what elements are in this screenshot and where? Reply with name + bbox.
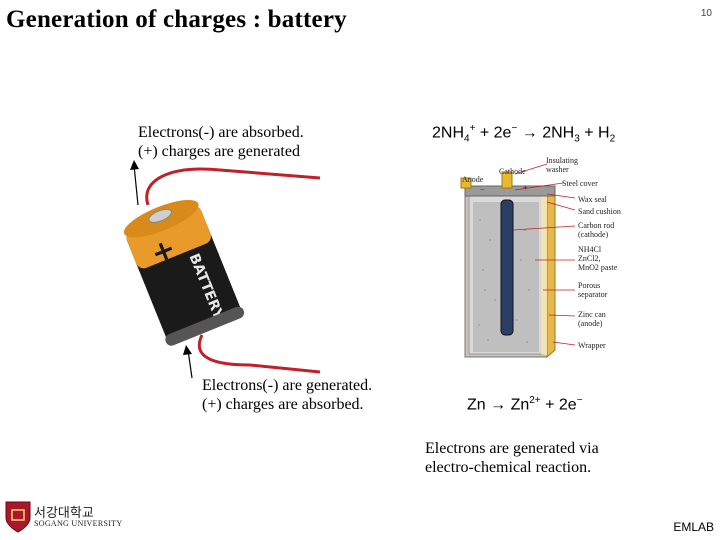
eq-anode-e-sup: − bbox=[576, 395, 583, 406]
note-caption: Electrons are generated via electro-chem… bbox=[425, 439, 599, 477]
dry-cell-diagram bbox=[460, 163, 576, 359]
bottom-caption-line2: (+) charges are absorbed. bbox=[202, 396, 364, 413]
eq-anode-rhs: Zn bbox=[506, 396, 530, 414]
carbon-rod bbox=[500, 199, 514, 336]
label-insulating-washer-1: Insulating bbox=[546, 156, 578, 165]
bottom-caption-line1: Electrons(-) are generated. bbox=[202, 377, 373, 394]
eq-anode-rhs-sup: 2+ bbox=[529, 395, 541, 406]
label-zinc-can-1: Zinc can bbox=[578, 310, 606, 319]
eq-cathode-lhs-sub: 4 bbox=[464, 133, 470, 145]
label-carbon-rod-1: Carbon rod bbox=[578, 221, 615, 230]
battery-top-band bbox=[126, 206, 211, 269]
slide-title: Generation of charges : battery bbox=[6, 6, 347, 33]
university-logo: 서강대학교 SOGANG UNIVERSITY bbox=[4, 500, 122, 536]
eq-anode-arrow: → bbox=[490, 396, 507, 414]
bottom-arrow bbox=[187, 349, 193, 379]
label-zinc-can-2: (anode) bbox=[578, 319, 603, 328]
top-wire bbox=[145, 167, 321, 206]
university-name-english: SOGANG UNIVERSITY bbox=[34, 519, 123, 528]
label-anode-sign: − bbox=[480, 185, 485, 194]
label-porous-1: Porous bbox=[578, 281, 601, 290]
label-paste-1: NH4Cl bbox=[578, 245, 602, 254]
eq-cathode-arrow: → bbox=[521, 124, 538, 142]
label-sand-cushion: Sand cushion bbox=[578, 207, 621, 216]
top-arrow bbox=[133, 164, 139, 206]
label-anode: Anode bbox=[462, 175, 484, 184]
top-caption-line2: (+) charges are generated bbox=[138, 143, 300, 160]
label-wrapper: Wrapper bbox=[578, 341, 606, 350]
eq-cathode-lhs-sup: + bbox=[469, 123, 476, 134]
bottom-wire bbox=[198, 334, 321, 374]
eq-cathode-rhs-sub: 3 bbox=[574, 133, 580, 145]
page-number: 10 bbox=[700, 8, 712, 19]
label-cathode-sign: + bbox=[523, 183, 528, 192]
bottom-caption: Electrons(-) are generated. (+) charges … bbox=[202, 376, 372, 414]
top-caption-line1: Electrons(-) are absorbed. bbox=[138, 124, 304, 141]
eq-cathode-plus: + 2e bbox=[475, 124, 512, 142]
label-porous-2: separator bbox=[578, 290, 608, 299]
top-caption: Electrons(-) are absorbed. (+) charges a… bbox=[138, 123, 304, 161]
label-paste-3: MnO2 paste bbox=[578, 263, 618, 272]
cathode-equation: 2NH4+ + 2e− → 2NH3 + H2 bbox=[432, 123, 615, 145]
label-paste-2: ZnCl2, bbox=[578, 254, 601, 263]
eq-anode-plus: + 2e bbox=[540, 396, 577, 414]
eq-cathode-e-sup: − bbox=[511, 123, 518, 134]
note-caption-line2: electro-chemical reaction. bbox=[425, 459, 592, 476]
top-arrowhead bbox=[130, 160, 139, 170]
bottom-arrowhead bbox=[183, 345, 192, 355]
eq-cathode-rhs: 2NH bbox=[537, 124, 575, 142]
eq-cathode-rhs-sub2: 2 bbox=[609, 133, 616, 145]
battery-illustration: + BATTERY bbox=[123, 160, 321, 379]
cathode-terminal bbox=[501, 171, 513, 189]
eq-anode-lhs: Zn bbox=[467, 396, 486, 414]
label-carbon-rod-2: (cathode) bbox=[578, 230, 609, 239]
note-caption-line1: Electrons are generated via bbox=[425, 440, 599, 457]
label-steel-cover: Steel cover bbox=[562, 179, 598, 188]
zinc-can-side bbox=[546, 185, 556, 359]
anode-terminal bbox=[460, 177, 472, 189]
anode-equation: Zn → Zn2+ + 2e− bbox=[467, 395, 583, 414]
label-insulating-washer-2: washer bbox=[546, 165, 569, 174]
eq-cathode-lhs: 2NH bbox=[432, 124, 465, 142]
university-shield-icon bbox=[5, 501, 31, 533]
label-wax-seal: Wax seal bbox=[578, 195, 607, 204]
university-name-korean: 서강대학교 bbox=[34, 506, 94, 521]
eq-cathode-rhs-plus: + H bbox=[579, 124, 610, 142]
lab-name: EMLAB bbox=[673, 520, 714, 534]
label-cathode: Cathode bbox=[499, 167, 526, 176]
